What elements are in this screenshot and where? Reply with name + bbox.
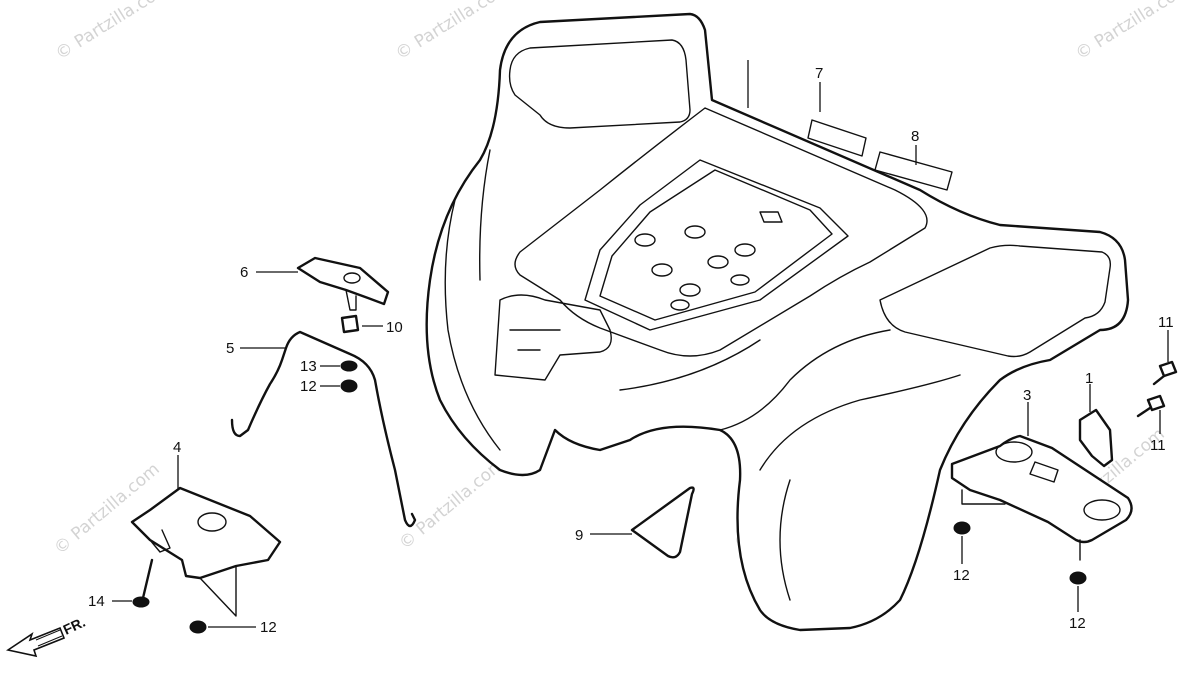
part-7-label <box>807 119 867 157</box>
part-12-nut-right-b <box>1069 571 1087 585</box>
watermark: © Partzilla.com <box>52 0 174 64</box>
callout-4: 4 <box>173 439 181 456</box>
callout-10: 10 <box>386 319 403 336</box>
part-6-bracket <box>296 256 390 311</box>
callout-9: 9 <box>575 527 583 544</box>
part-5-wire <box>230 330 417 528</box>
watermark: © Partzilla.com <box>1072 0 1194 64</box>
watermark: © Partzilla.com <box>392 0 514 64</box>
part-12-nut-bottom <box>189 620 207 634</box>
callout-12-right-a: 12 <box>953 567 970 584</box>
callout-3: 3 <box>1023 387 1031 404</box>
callout-8: 8 <box>911 128 919 145</box>
deck-holes <box>634 225 756 311</box>
part-12-nut-right-a <box>953 521 971 535</box>
callout-1: 1 <box>1085 370 1093 387</box>
rear-fender <box>425 12 1130 632</box>
callouts: 1 3 4 5 6 7 8 9 10 11 11 12 12 12 12 13 … <box>88 65 1174 636</box>
callout-11-bottom: 11 <box>1150 437 1166 454</box>
watermark: © Partzilla.com <box>50 459 163 559</box>
callout-6: 6 <box>240 264 248 281</box>
front-direction-arrow: FR. <box>5 614 88 658</box>
part-11-bolt-bottom <box>1136 394 1166 418</box>
part-1-bracket <box>1078 408 1114 468</box>
part-14-bolt <box>132 558 154 608</box>
leader-lines <box>112 60 1169 628</box>
callout-12-bottom: 12 <box>260 619 277 636</box>
callout-12-right-b: 12 <box>1069 615 1086 632</box>
part-12-nut-left <box>340 379 358 393</box>
callout-7: 7 <box>815 65 823 82</box>
watermark: © Partzilla.com <box>395 454 508 554</box>
direction-label: FR. <box>61 614 88 638</box>
callout-12-left: 12 <box>300 378 317 395</box>
part-8-label <box>874 151 953 191</box>
callout-13: 13 <box>300 358 317 375</box>
part-4-bracket <box>130 486 282 617</box>
part-3-hinge-plate <box>950 434 1133 561</box>
part-9-reflector <box>630 486 695 559</box>
callout-5: 5 <box>226 340 234 357</box>
callout-11-top: 11 <box>1158 314 1174 331</box>
part-11-bolt-top <box>1152 360 1178 386</box>
part-10-grommet <box>340 314 360 334</box>
part-13-washer <box>340 360 358 372</box>
callout-14: 14 <box>88 593 105 610</box>
